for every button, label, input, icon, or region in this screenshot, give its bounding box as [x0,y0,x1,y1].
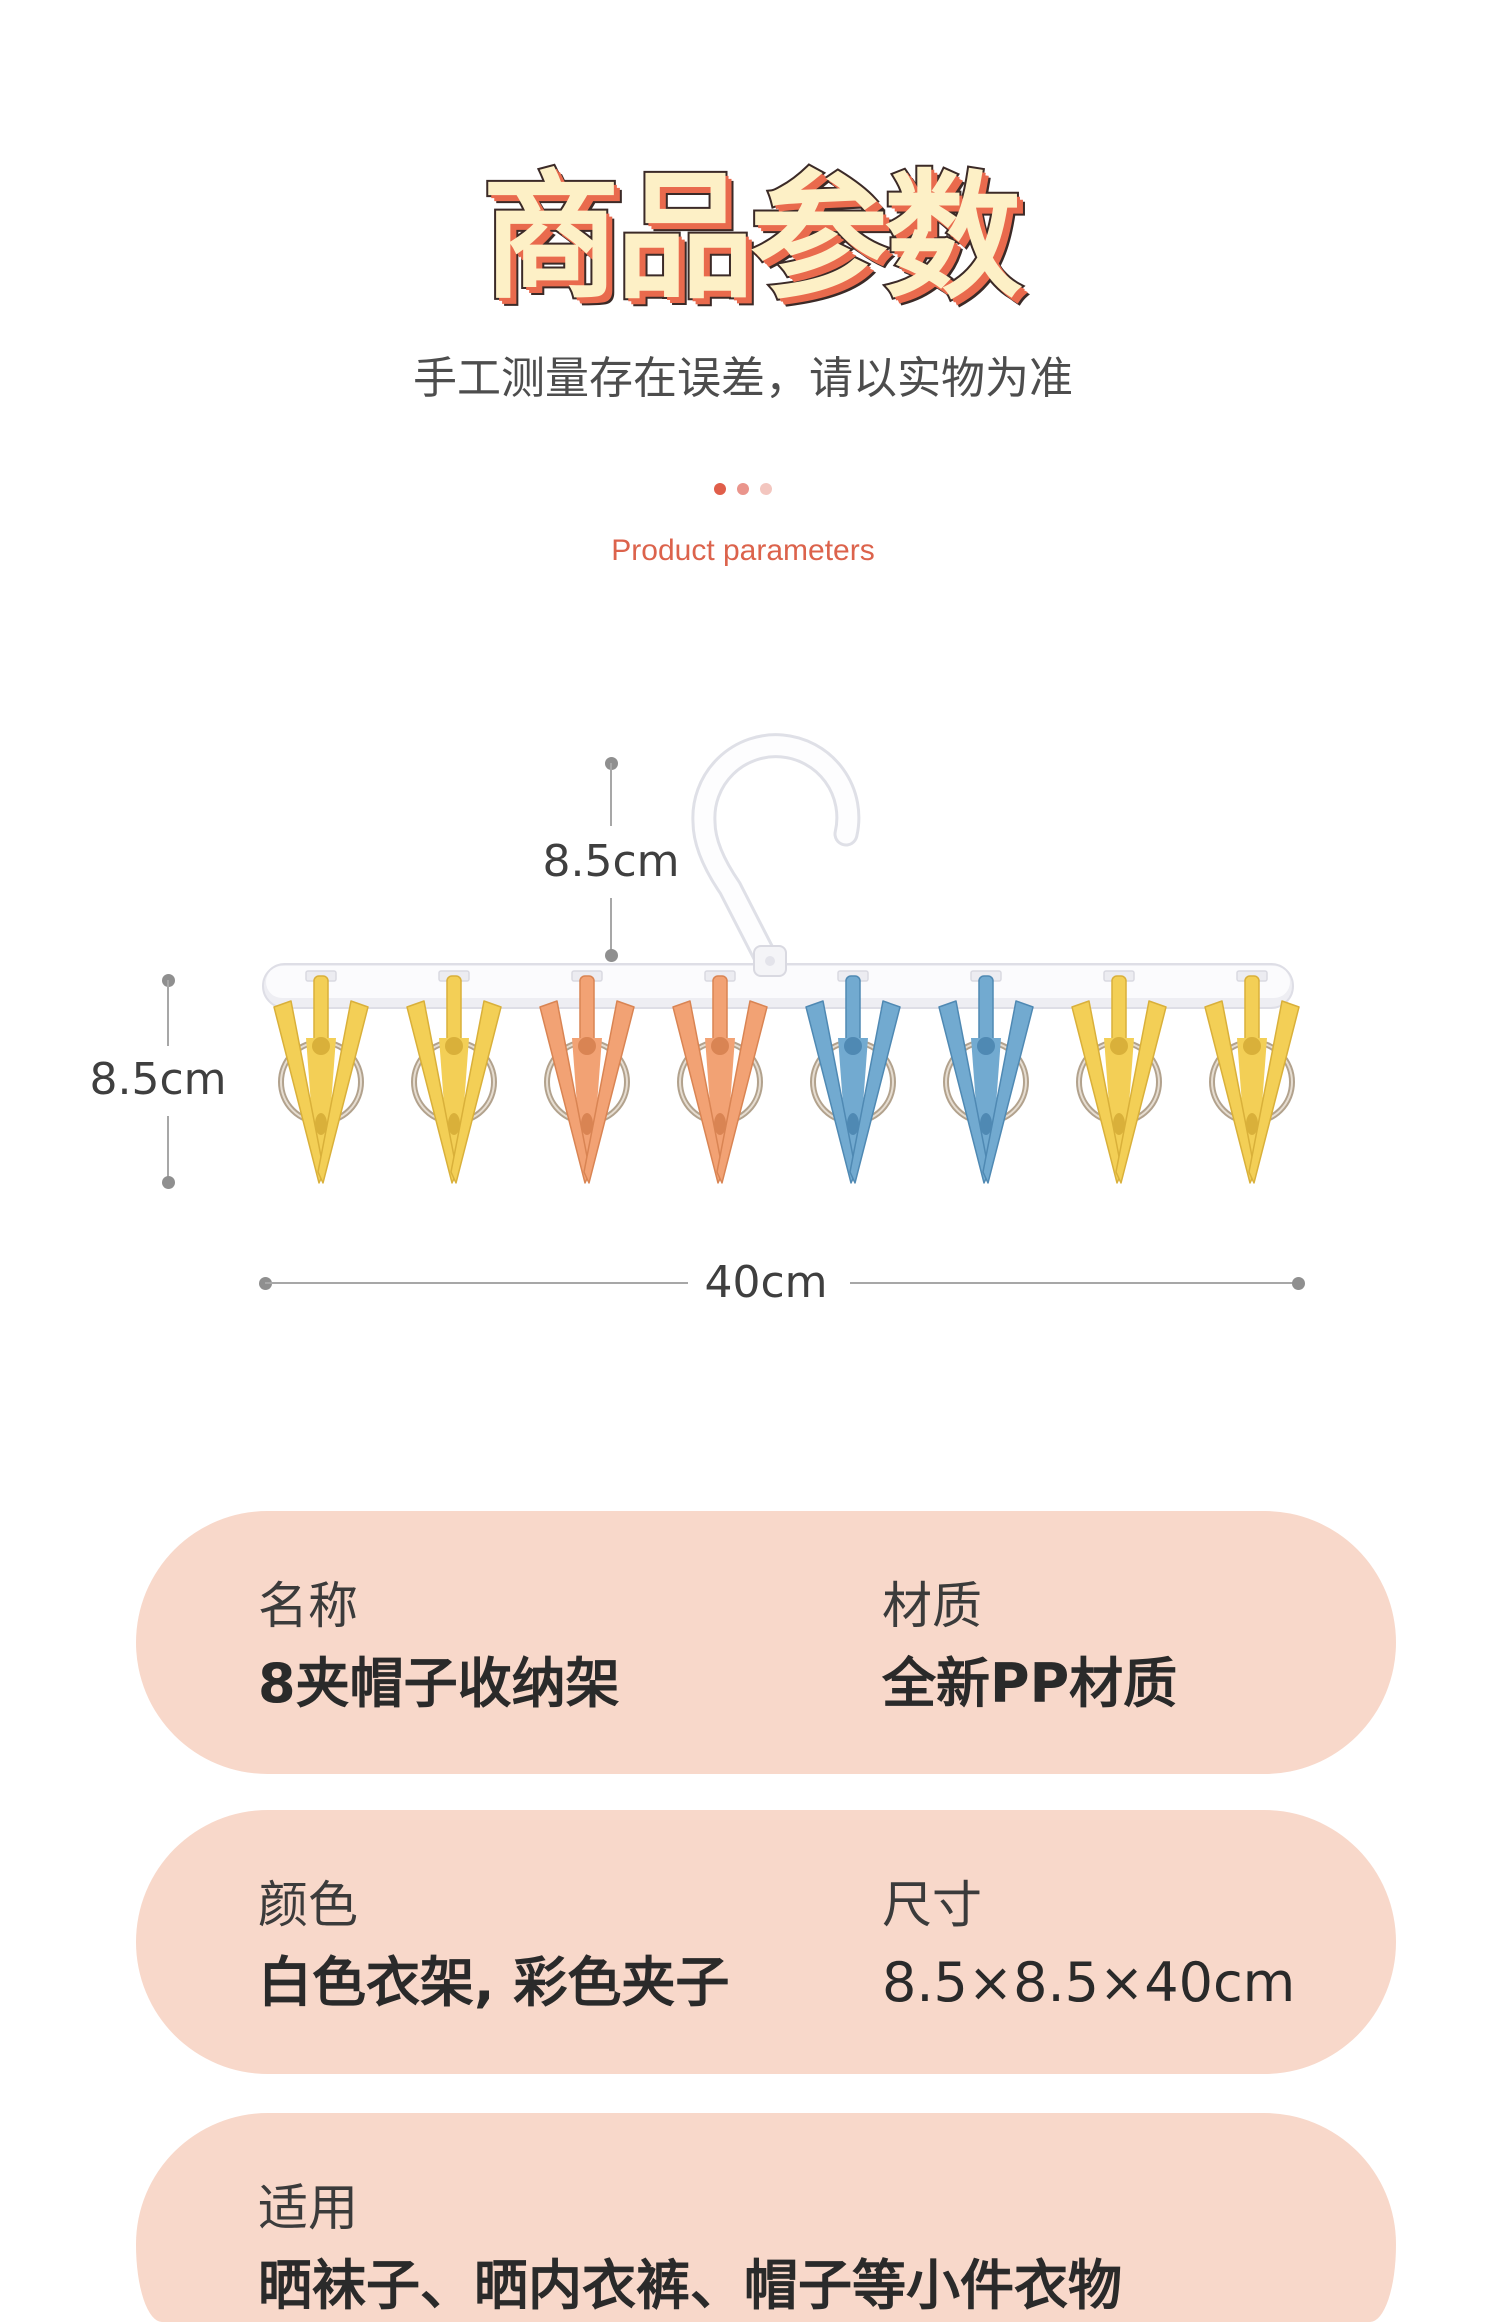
param-card-color-size: 颜色 白色衣架, 彩色夹子 尺寸 8.5×8.5×40cm [136,1810,1396,2074]
param-label-size: 尺寸 [882,1876,982,1934]
clip-4 [672,970,768,1184]
hook-dim-line-lower [610,898,612,955]
clip-spring [1110,1037,1128,1055]
clip-hole [1113,1113,1125,1135]
hook-dim-line-upper [610,763,612,826]
clip-right-arm [1115,1000,1167,1184]
clip-right-arm [450,1000,502,1184]
width-dim-line-right [850,1282,1298,1284]
width-dim-right-dot [1292,1277,1305,1290]
clip-spring [711,1037,729,1055]
param-card-usage: 适用 晒袜子、晒内衣裤、帽子等小件衣物 [136,2113,1396,2322]
dot-icon [760,483,772,495]
clip-dim-bottom-dot [162,1176,175,1189]
clip-spring [977,1037,995,1055]
swivel-pin [765,956,775,966]
decorative-dots [714,483,772,495]
clip-8 [1204,970,1300,1184]
hook-dim-bottom-dot [605,949,618,962]
param-value-name: 8夹帽子收纳架 [258,1652,620,1715]
clip-spring [578,1037,596,1055]
clip-hole [1246,1113,1258,1135]
clip-6 [938,970,1034,1184]
width-dim-line-left [265,1282,688,1284]
param-label-usage: 适用 [258,2179,358,2237]
clip-dim-line-lower [167,1116,169,1182]
clip-1 [273,970,369,1184]
clip-right-arm [583,1000,635,1184]
clip-spring [445,1037,463,1055]
clip-spring [312,1037,330,1055]
english-subtitle: Product parameters [611,534,875,567]
param-label-color: 颜色 [258,1876,358,1934]
clip-right-arm [849,1000,901,1184]
clip-3 [539,970,635,1184]
param-label-material: 材质 [882,1577,982,1635]
clip-2 [406,970,502,1184]
clip-hole [315,1113,327,1135]
clip-hole [581,1113,593,1135]
clip-right-arm [1248,1000,1300,1184]
measurement-note: 手工测量存在误差，请以实物为准 [413,353,1073,404]
total-width-label: 40cm [704,1257,828,1308]
dot-icon [714,483,726,495]
clip-right-arm [317,1000,369,1184]
clip-right-arm [982,1000,1034,1184]
clips-group [273,970,1300,1184]
hanger-bar [266,966,1290,998]
clip-height-label: 8.5cm [89,1054,227,1105]
clip-hole [714,1113,726,1135]
hanger-illustration [262,733,1300,1184]
clip-hole [448,1113,460,1135]
param-value-size: 8.5×8.5×40cm [882,1951,1296,2014]
param-label-name: 名称 [258,1577,358,1635]
clip-5 [805,970,901,1184]
clip-hole [847,1113,859,1135]
clip-right-arm [716,1000,768,1184]
param-value-color: 白色衣架, 彩色夹子 [258,1951,730,2014]
clip-spring [1243,1037,1261,1055]
clip-7 [1071,970,1167,1184]
clip-dim-line-upper [167,980,169,1046]
page-title: 商品参数 [480,156,1024,320]
param-value-usage: 晒袜子、晒内衣裤、帽子等小件衣物 [258,2254,1122,2317]
clip-spring [844,1037,862,1055]
hook-height-label: 8.5cm [542,836,680,887]
param-value-material: 全新PP材质 [882,1652,1178,1715]
clip-hole [980,1113,992,1135]
hook [694,736,858,976]
param-card-name-material: 名称 8夹帽子收纳架 材质 全新PP材质 [136,1511,1396,1774]
dot-icon [737,483,749,495]
